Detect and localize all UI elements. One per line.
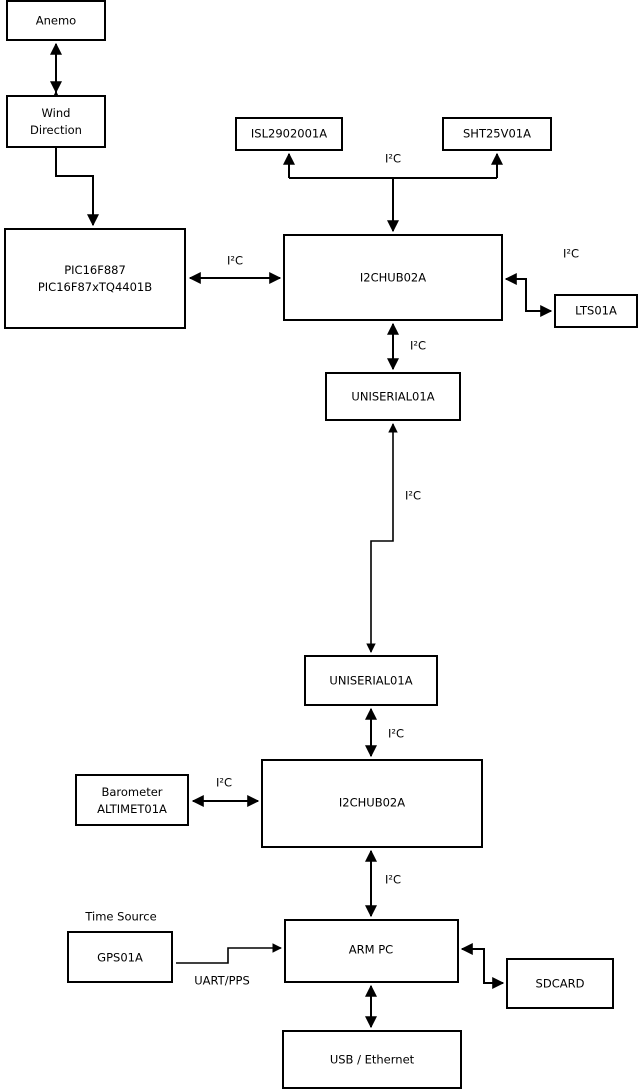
node-barometer-box[interactable] [75,774,189,826]
node-i2chub02a-bottom[interactable]: I2CHUB02A [261,759,483,848]
label-time-source: Time Source [84,910,156,924]
node-lts01a-label: LTS01A [575,304,617,318]
labels-layer: I²C I²C I²C I²C I²C I²C I²C I²C UART/PPS… [84,152,579,988]
edge-hub-to-lts [504,273,553,317]
node-usb-ethernet-box[interactable] [282,1030,462,1089]
node-uniserial01a-top-label: UNISERIAL01A [351,390,434,404]
edge-armpc-sdcard [460,943,505,989]
node-i2chub02a-top-label: I2CHUB02A [360,271,426,285]
node-i2chub02a-bottom-label: I2CHUB02A [339,796,405,810]
node-sdcard[interactable]: SDCARD [506,958,614,1009]
edge-label-hub-sensors: I²C [385,152,401,166]
node-usb-ethernet[interactable]: USB / Ethernet [282,1030,462,1089]
edge-label-hub-lts: I²C [563,247,579,261]
node-sdcard-box[interactable] [506,958,614,1009]
edge-label-uniserial-hub-bottom: I²C [388,727,404,741]
edge-gps-armpc [176,943,282,964]
node-arm-pc-box[interactable] [284,919,459,983]
node-sht25v01a-label: SHT25V01A [463,127,531,141]
node-sdcard-label: SDCARD [536,977,585,991]
node-anemo[interactable]: Anemo [6,0,106,41]
node-usb-ethernet-label: USB / Ethernet [330,1053,415,1067]
node-uniserial01a-bottom-box[interactable] [304,655,438,706]
edge-label-pic-hub: I²C [227,254,243,268]
edge-uniserial-link [366,423,398,653]
edge-label-hub-armpc: I²C [385,873,401,887]
node-isl2902001a-label: ISL2902001A [251,127,327,141]
node-isl2902001a[interactable]: ISL2902001A [235,117,343,151]
node-i2chub02a-top-box[interactable] [283,234,503,321]
edge-label-gps-armpc: UART/PPS [194,974,250,988]
node-uniserial01a-top[interactable]: UNISERIAL01A [325,372,461,421]
node-uniserial01a-top-box[interactable] [325,372,461,421]
node-gps01a[interactable]: GPS01A [67,931,173,983]
node-gps01a-box[interactable] [67,931,173,983]
node-lts01a[interactable]: LTS01A [554,294,638,328]
node-pic-mcu-box[interactable] [4,228,186,329]
node-isl2902001a-box[interactable] [235,117,343,151]
node-sht25v01a-box[interactable] [442,117,552,151]
node-i2chub02a-bottom-box[interactable] [261,759,483,848]
node-wind-direction-box[interactable] [6,95,106,148]
node-gps01a-label: GPS01A [97,951,143,965]
node-anemo-box[interactable] [6,0,106,41]
node-uniserial01a-bottom-label: UNISERIAL01A [329,674,412,688]
node-i2chub02a-top[interactable]: I2CHUB02A [283,234,503,321]
edge-label-barometer-hub: I²C [216,776,232,790]
node-lts01a-box[interactable] [554,294,638,328]
edge-label-uniserial-link: I²C [405,489,421,503]
node-uniserial01a-bottom[interactable]: UNISERIAL01A [304,655,438,706]
node-arm-pc-label: ARM PC [349,943,393,957]
edges-layer [50,42,553,1029]
node-arm-pc[interactable]: ARM PC [284,919,459,983]
edge-label-hub-uniserial: I²C [410,339,426,353]
node-sht25v01a[interactable]: SHT25V01A [442,117,552,151]
node-anemo-label: Anemo [36,14,76,28]
